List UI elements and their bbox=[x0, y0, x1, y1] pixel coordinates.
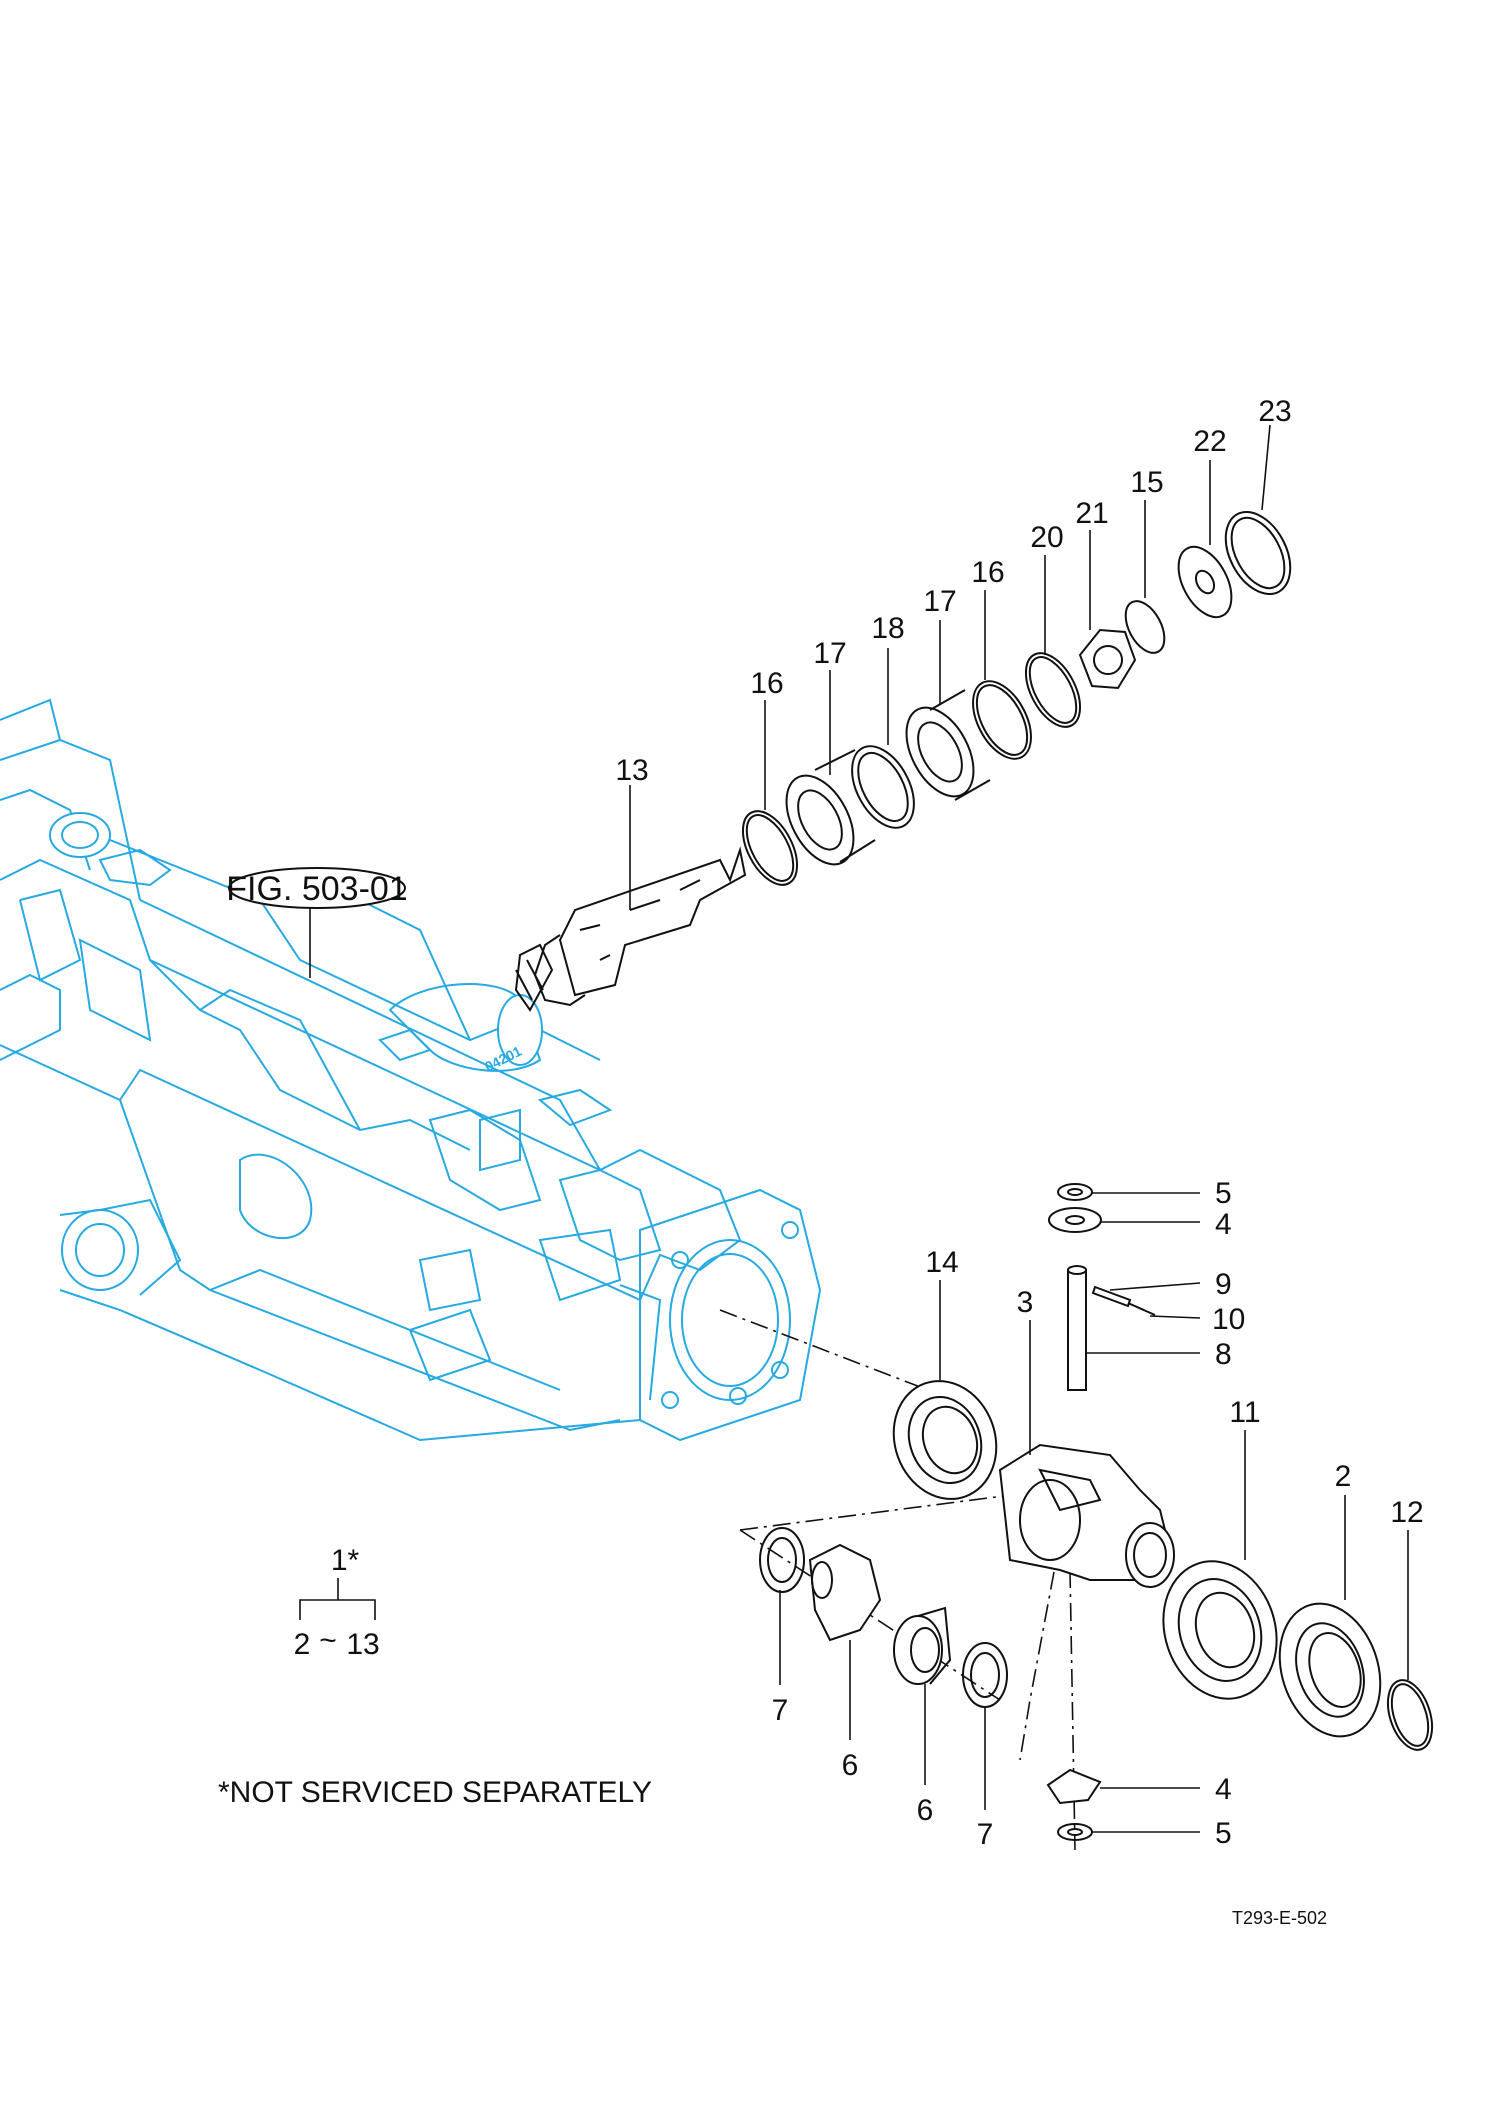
figure-reference-label: FIG. 503-01 bbox=[226, 870, 407, 908]
part-4-gear-a bbox=[1048, 1207, 1102, 1233]
part-12-snap-ring bbox=[1386, 1679, 1434, 1751]
callout-13[interactable]: 13 bbox=[615, 754, 648, 787]
callout-labels: 13 16 17 18 17 16 20 21 15 22 23 5 4 9 1… bbox=[615, 395, 1423, 1851]
callout-4[interactable]: 4 bbox=[1215, 1208, 1232, 1241]
part-11-bearing bbox=[1162, 1560, 1278, 1700]
part-5-washer-a bbox=[1057, 1183, 1093, 1201]
part-20-snap-ring bbox=[1024, 652, 1082, 728]
part-16-oring-b bbox=[972, 680, 1032, 760]
drawing-code: T293-E-502 bbox=[1232, 1908, 1327, 1928]
callout-5[interactable]: 5 bbox=[1215, 1817, 1232, 1850]
part-21-nut bbox=[1078, 628, 1137, 690]
callout-20[interactable]: 20 bbox=[1030, 521, 1063, 554]
part-6-side-gear-a bbox=[808, 1543, 882, 1642]
callout-5[interactable]: 5 bbox=[1215, 1177, 1232, 1210]
callout-16[interactable]: 16 bbox=[750, 667, 783, 700]
assembly-range-start: 2 bbox=[294, 1628, 311, 1661]
part-14-bearing bbox=[892, 1380, 998, 1500]
callout-14[interactable]: 14 bbox=[925, 1246, 958, 1279]
figure-reference[interactable]: FIG. 503-01 bbox=[226, 867, 408, 978]
part-17-bearing-b bbox=[905, 706, 975, 798]
part-10-pin bbox=[1127, 1302, 1156, 1316]
footnote: *NOT SERVICED SEPARATELY bbox=[218, 1776, 652, 1809]
part-2-seal bbox=[1278, 1602, 1382, 1738]
callout-21[interactable]: 21 bbox=[1075, 497, 1108, 530]
pinion-shaft-assembly bbox=[514, 510, 1292, 1012]
callout-17[interactable]: 17 bbox=[813, 637, 846, 670]
differential-assembly bbox=[719, 1183, 1434, 1851]
part-17-bearing-a bbox=[785, 774, 855, 866]
assembly-range-sep: ~ bbox=[319, 1624, 337, 1657]
callout-3[interactable]: 3 bbox=[1017, 1286, 1034, 1319]
callout-23[interactable]: 23 bbox=[1258, 395, 1291, 428]
part-4-gear-b bbox=[1046, 1768, 1102, 1805]
part-9-pin bbox=[1091, 1285, 1132, 1308]
callout-9[interactable]: 9 bbox=[1215, 1268, 1232, 1301]
axle-housing-reference: 04201 bbox=[0, 698, 822, 1442]
callout-16[interactable]: 16 bbox=[971, 556, 1004, 589]
part-6-side-gear-b bbox=[893, 1615, 943, 1685]
assembly-bracket: 1* 2 ~ 13 bbox=[294, 1544, 380, 1661]
callout-22[interactable]: 22 bbox=[1193, 425, 1226, 458]
assembly-range-end: 13 bbox=[346, 1628, 379, 1661]
callout-2[interactable]: 2 bbox=[1335, 1460, 1352, 1493]
callout-7[interactable]: 7 bbox=[977, 1818, 994, 1851]
part-16-oring-a bbox=[741, 810, 799, 886]
callout-17[interactable]: 17 bbox=[923, 585, 956, 618]
callout-6[interactable]: 6 bbox=[917, 1794, 934, 1827]
callout-11[interactable]: 11 bbox=[1229, 1396, 1260, 1429]
part-13-pinion-shaft bbox=[558, 846, 747, 997]
callout-4[interactable]: 4 bbox=[1215, 1773, 1232, 1806]
callout-8[interactable]: 8 bbox=[1215, 1338, 1232, 1371]
leader-lines bbox=[629, 424, 1409, 1833]
part-7-washer-a bbox=[759, 1527, 805, 1593]
part-8-pin-shaft bbox=[1067, 1269, 1087, 1391]
callout-15[interactable]: 15 bbox=[1130, 466, 1163, 499]
callout-18[interactable]: 18 bbox=[871, 612, 904, 645]
part-23-seal bbox=[1224, 510, 1292, 596]
callout-10[interactable]: 10 bbox=[1212, 1303, 1245, 1336]
assembly-parent-label: 1* bbox=[331, 1544, 360, 1577]
part-18-spacer bbox=[851, 745, 915, 829]
part-22-washer bbox=[1177, 545, 1233, 619]
callout-7[interactable]: 7 bbox=[772, 1694, 789, 1727]
callout-6[interactable]: 6 bbox=[842, 1749, 859, 1782]
callout-12[interactable]: 12 bbox=[1390, 1496, 1423, 1529]
part-15-oring bbox=[1124, 600, 1166, 654]
